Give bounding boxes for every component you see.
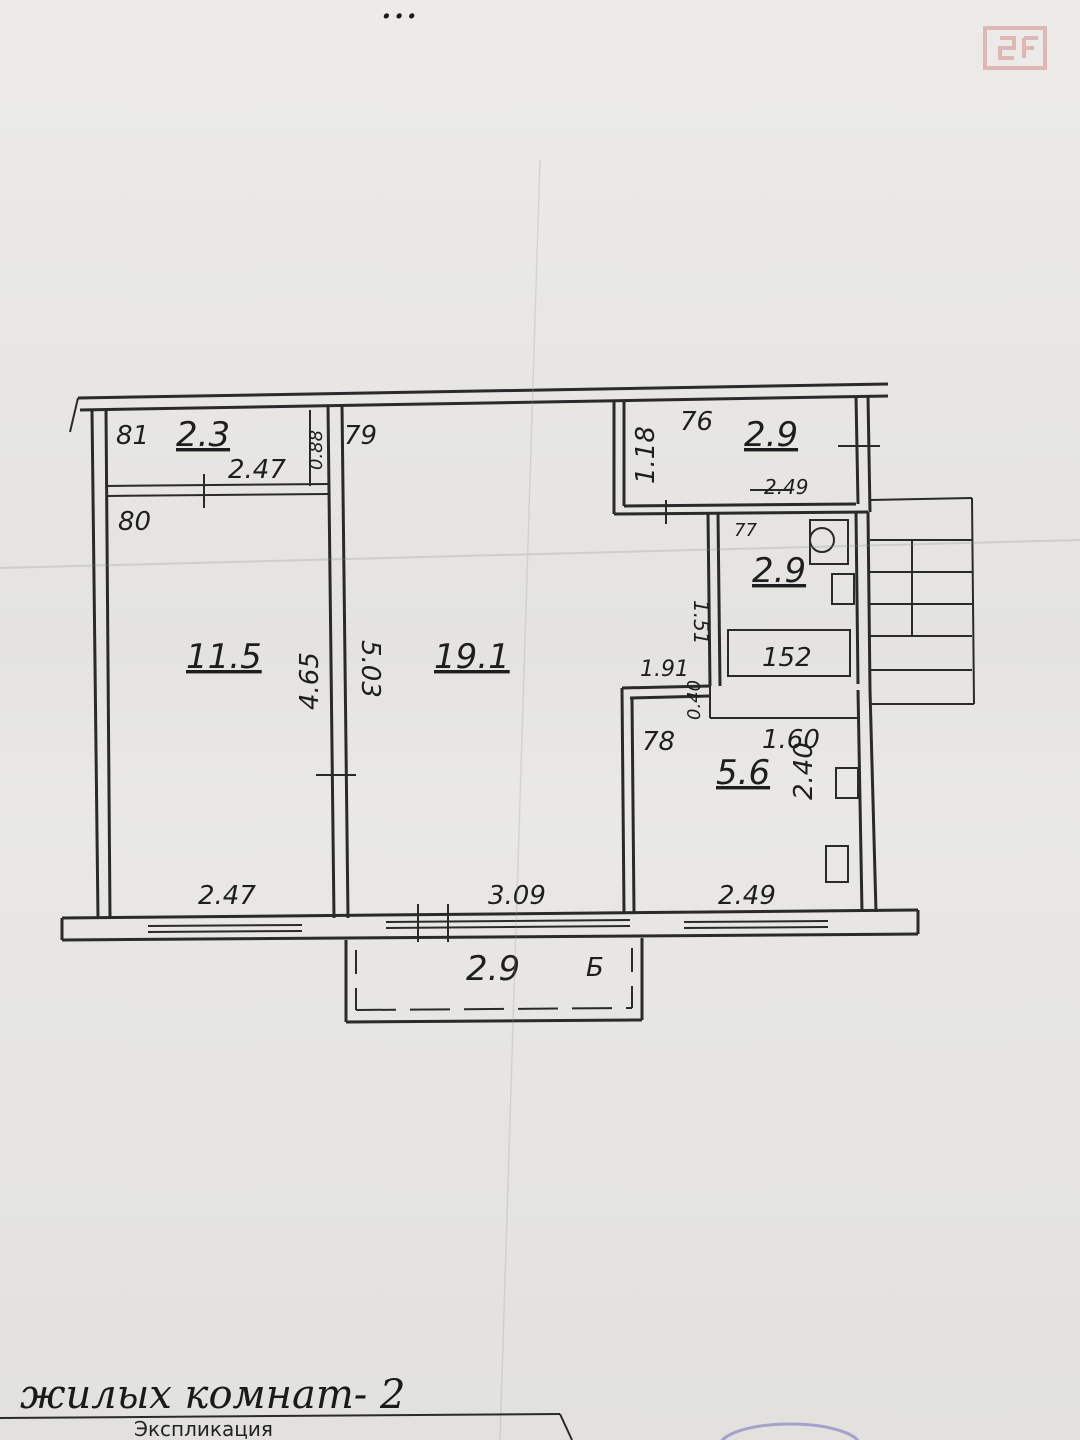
dim-088: 0.88 — [306, 430, 327, 470]
dim-247-top: 2.47 — [228, 455, 286, 485]
window-right — [683, 920, 829, 929]
footer-handwriting: жилых комнат- 2 — [20, 1372, 406, 1418]
dim-151: 1.51 — [689, 600, 713, 645]
paper-crease — [0, 159, 1080, 1440]
footer-underline — [0, 1413, 561, 1419]
outer-left-wall — [90, 409, 112, 919]
dim-79: 79 — [344, 421, 377, 451]
dim-040: 0.40 — [684, 680, 705, 720]
watermark-logo-icon — [983, 26, 1047, 70]
window-middle — [385, 904, 631, 942]
area-closet: 2.3 — [176, 415, 230, 455]
dim-191: 1.91 — [640, 657, 689, 682]
balcony-outline — [344, 938, 644, 1024]
dim-503: 5.03 — [355, 640, 385, 698]
dim-240: 2.40 — [789, 742, 819, 800]
dim-76: 76 — [680, 407, 713, 437]
kitchen-walls — [620, 684, 878, 913]
partition-wall-rooms — [316, 404, 356, 919]
dim-247-bottom: 2.47 — [198, 881, 256, 911]
bathroom-walls — [706, 511, 872, 691]
dim-78: 78 — [642, 727, 675, 757]
window-left — [147, 924, 303, 933]
staircase — [869, 497, 975, 705]
dim-309: 3.09 — [488, 881, 546, 911]
outer-top-wall — [69, 382, 889, 433]
dim-81: 81 — [116, 421, 149, 451]
area-kitchen: 5.6 — [716, 753, 770, 793]
top-handwriting: ... — [380, 0, 418, 28]
dim-152: 152 — [762, 643, 812, 673]
dim-249-top: 2.49 — [764, 475, 809, 499]
area-room-large: 19.1 — [434, 637, 510, 677]
explication-label: Экспликация — [134, 1417, 273, 1440]
dim-465: 4.65 — [295, 652, 325, 710]
area-balcony: 2.9 — [466, 949, 520, 989]
storage-room-walls — [612, 395, 880, 524]
dim-249-bottom: 2.49 — [718, 881, 776, 911]
stamp-fragment — [720, 1422, 860, 1440]
dim-77: 77 — [734, 520, 757, 541]
area-bath: 2.9 — [752, 551, 806, 591]
closet-partition — [105, 410, 329, 508]
area-room-small: 11.5 — [186, 637, 262, 677]
area-storage: 2.9 — [744, 415, 798, 455]
dim-80: 80 — [118, 507, 151, 537]
outer-bottom-wall — [60, 908, 920, 942]
dim-118: 1.18 — [631, 426, 661, 484]
balcony-mark: Б — [586, 953, 604, 983]
dim-160: 1.60 — [762, 725, 820, 755]
